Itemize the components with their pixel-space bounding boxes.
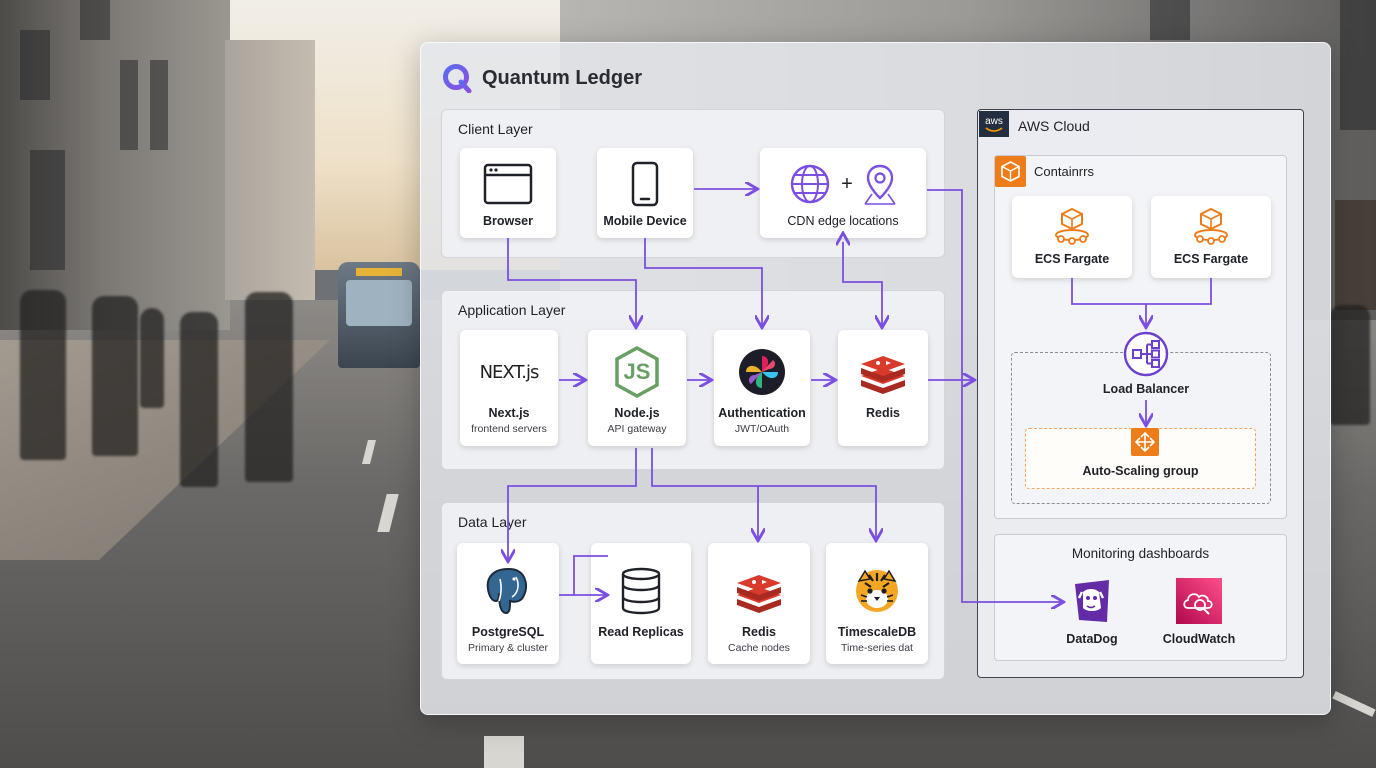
timescaledb-sub: Time-series dat <box>841 642 913 654</box>
timescaledb-label: TimescaleDB <box>837 625 917 639</box>
load-balancer-label: Load Balancer <box>1102 382 1190 396</box>
cloudwatch-icon <box>1176 578 1222 624</box>
ecs-fargate-node-1[interactable]: ECS Fargate <box>1012 196 1132 278</box>
postgresql-node[interactable]: PostgreSQL Primary & cluster <box>457 543 559 664</box>
load-balancer-icon <box>1123 331 1169 377</box>
nextjs-sub: frontend servers <box>471 423 547 435</box>
cdn-node[interactable]: + CDN edge locations <box>760 148 926 238</box>
redis-cache-sub: Cache nodes <box>728 642 790 654</box>
nodejs-label: Node.js <box>614 406 660 420</box>
redis-icon <box>861 356 905 394</box>
read-replicas-node[interactable]: Read Replicas <box>591 543 691 664</box>
nodejs-sub: API gateway <box>607 423 667 435</box>
browser-window-icon <box>483 163 533 205</box>
nextjs-label: Next.js <box>488 406 530 420</box>
monitoring-title: Monitoring dashboards <box>1071 546 1210 561</box>
mobile-device-node[interactable]: Mobile Device <box>597 148 693 238</box>
redis-label: Redis <box>865 406 901 420</box>
authentication-sub: JWT/OAuth <box>734 423 790 435</box>
cloudwatch-label: CloudWatch <box>1162 632 1236 646</box>
client-layer-title: Client Layer <box>458 121 533 137</box>
plus-sign: + <box>841 172 853 195</box>
quantum-ledger-logo-icon <box>443 64 472 93</box>
nodejs-node[interactable]: JS Node.js API gateway <box>588 330 686 446</box>
aws-logo-icon: aws <box>979 111 1009 137</box>
datadog-label: DataDog <box>1066 632 1118 646</box>
authentication-node[interactable]: Authentication JWT/OAuth <box>714 330 810 446</box>
redis-cache-node[interactable]: Redis Cache nodes <box>708 543 810 664</box>
container-icon <box>995 156 1026 187</box>
nodejs-logo-text: JS <box>623 359 651 384</box>
postgresql-label: PostgreSQL <box>471 625 545 639</box>
nextjs-logo-icon: NEXT.js <box>479 361 540 383</box>
database-icon <box>621 567 661 615</box>
ecs-fargate-label-1: ECS Fargate <box>1034 252 1110 266</box>
location-pin-icon <box>864 164 896 205</box>
ecs-fargate-label-2: ECS Fargate <box>1173 252 1249 266</box>
aws-cloud-title: AWS Cloud <box>1018 118 1090 134</box>
datadog-item[interactable]: DataDog <box>1056 578 1128 646</box>
cloudwatch-item[interactable]: CloudWatch <box>1160 578 1238 646</box>
read-replicas-label: Read Replicas <box>598 625 684 639</box>
mobile-device-label: Mobile Device <box>603 214 687 228</box>
datadog-icon <box>1075 580 1109 622</box>
data-layer-title: Data Layer <box>458 514 527 530</box>
smartphone-icon <box>631 161 659 207</box>
auto-scaling-label: Auto-Scaling group <box>1082 464 1199 478</box>
nodejs-hexagon-icon <box>615 346 659 398</box>
aws-badge-text: aws <box>985 115 1003 127</box>
auto-scaling-icon <box>1131 428 1159 456</box>
redis-cache-label: Redis <box>741 625 777 639</box>
aws-smile-icon <box>985 126 1003 132</box>
auth-pinwheel-icon <box>739 349 785 395</box>
globe-icon <box>790 164 830 204</box>
fargate-icon <box>1055 207 1089 245</box>
tiger-icon <box>856 569 898 612</box>
application-layer-title: Application Layer <box>458 302 566 318</box>
postgresql-sub: Primary & cluster <box>468 642 548 654</box>
redis-node[interactable]: Redis <box>838 330 928 446</box>
nextjs-node[interactable]: NEXT.js Next.js frontend servers <box>460 330 558 446</box>
redis-cache-icon <box>737 575 781 613</box>
ecs-fargate-node-2[interactable]: ECS Fargate <box>1151 196 1271 278</box>
postgresql-elephant-icon <box>486 567 527 615</box>
header: Quantum Ledger <box>442 62 642 94</box>
containers-title: Containrrs <box>1034 164 1094 179</box>
authentication-label: Authentication <box>718 406 806 420</box>
browser-label: Browser <box>482 214 534 228</box>
page-title: Quantum Ledger <box>482 66 643 89</box>
cdn-label: CDN edge locations <box>787 214 899 228</box>
timescaledb-node[interactable]: TimescaleDB Time-series dat <box>826 543 928 664</box>
fargate-icon <box>1194 207 1228 245</box>
browser-node[interactable]: Browser <box>460 148 556 238</box>
